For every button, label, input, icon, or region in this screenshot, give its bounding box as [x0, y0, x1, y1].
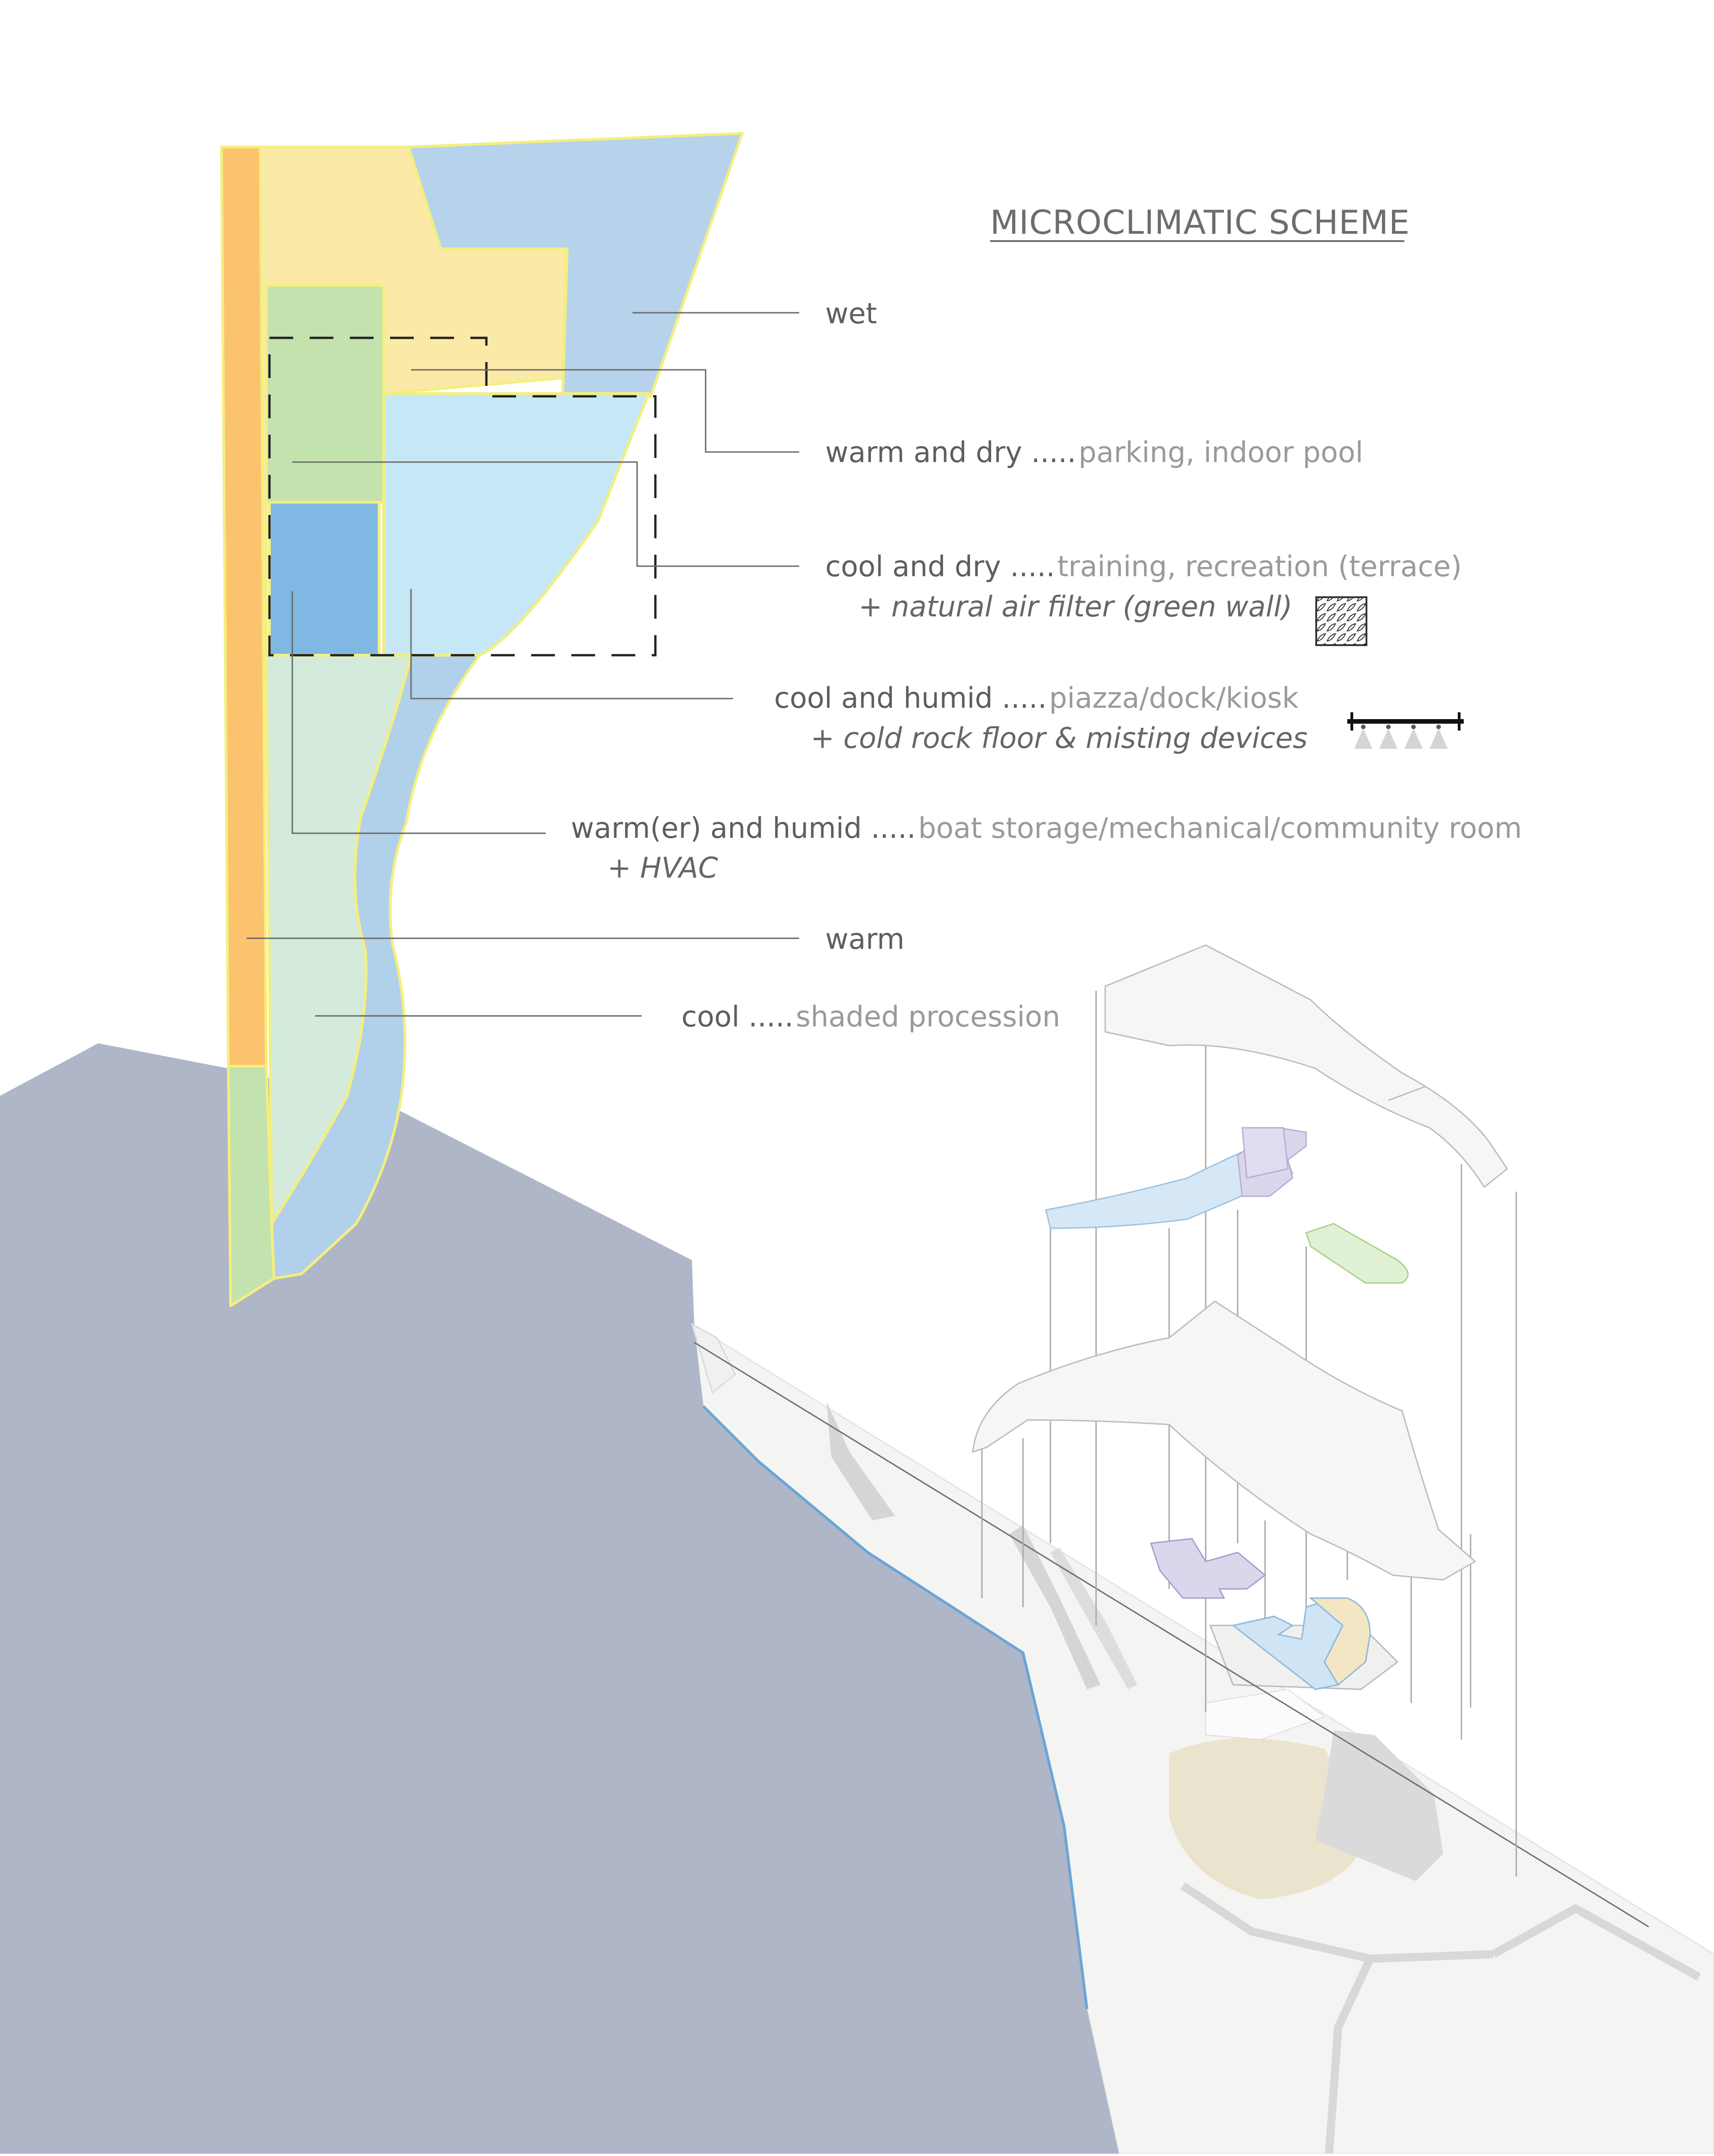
- label-warm: warm: [825, 922, 905, 956]
- cool-dry-zone: [382, 392, 650, 657]
- site-axis: [694, 1341, 1649, 1928]
- ramp-3: [1050, 1548, 1137, 1689]
- path-2: [1325, 1957, 1374, 2154]
- cool-procession-zone: [265, 654, 412, 1225]
- upper-floor-lavender-box: [1241, 1127, 1289, 1179]
- label-cool: cool ..... shaded procession: [681, 1000, 1060, 1033]
- label-wet: wet: [825, 297, 877, 330]
- river-water: [0, 1043, 1119, 2154]
- path-1: [1181, 1882, 1494, 1963]
- roof-seam: [1388, 1086, 1425, 1101]
- middle-roof-layer: [972, 1300, 1477, 1581]
- plaza-gray: [1315, 1730, 1443, 1881]
- green-terrace-slab: [1305, 1223, 1409, 1284]
- green-strip-zone: [227, 1065, 275, 1307]
- green-wall-icon: [1315, 596, 1367, 646]
- ramp-2: [1009, 1525, 1101, 1689]
- exploded-axon: [972, 944, 1517, 1877]
- zone-plan: [220, 132, 744, 1307]
- extra-warmer-humid: + HVAC: [607, 851, 718, 884]
- site-base: [0, 1043, 1714, 2155]
- garden-patch: [1169, 1738, 1370, 1899]
- label-cool-humid: cool and humid ..... piazza/dock/kiosk: [774, 681, 1298, 715]
- site-plan: [694, 1341, 1701, 2154]
- green-wall-zone: [265, 284, 385, 504]
- legend-labels: MICROCLIMATIC SCHEME wet warm and dry ..…: [571, 203, 1522, 1033]
- leader-warmer-humid: [291, 591, 546, 834]
- leader-warm-dry: [411, 369, 799, 453]
- diagram-title: MICROCLIMATIC SCHEME: [990, 203, 1410, 242]
- warmer-humid-zone: [268, 501, 380, 657]
- upper-floor-blue: [1045, 1136, 1293, 1229]
- shoreline-edge: [702, 1405, 1088, 2009]
- label-cool-dry: cool and dry ..... training, recreation …: [825, 550, 1462, 583]
- detail-callout-box: [268, 337, 657, 657]
- label-warmer-humid: warm(er) and humid ..... boat storage/me…: [571, 811, 1522, 845]
- leader-cool-dry: [292, 461, 799, 567]
- extra-cool-dry: + natural air filter (green wall): [859, 590, 1292, 623]
- ground-block-yellow: [1308, 1597, 1371, 1686]
- leader-cool-humid: [410, 589, 733, 699]
- lavender-block: [1150, 1538, 1266, 1599]
- misting-devices-icon: [1347, 712, 1464, 749]
- extra-cool-humid: + cold rock floor & misting devices: [811, 721, 1308, 755]
- leader-lines: [247, 312, 799, 1017]
- dock-edge: [691, 1322, 736, 1394]
- path-3: [1491, 1904, 1701, 1981]
- white-building: [1205, 1688, 1326, 1741]
- warm-zone: [220, 146, 268, 1067]
- ramp-1: [827, 1402, 895, 1520]
- top-roof-layer: [1104, 944, 1508, 1188]
- label-warm-dry: warm and dry ..... parking, indoor pool: [825, 436, 1363, 469]
